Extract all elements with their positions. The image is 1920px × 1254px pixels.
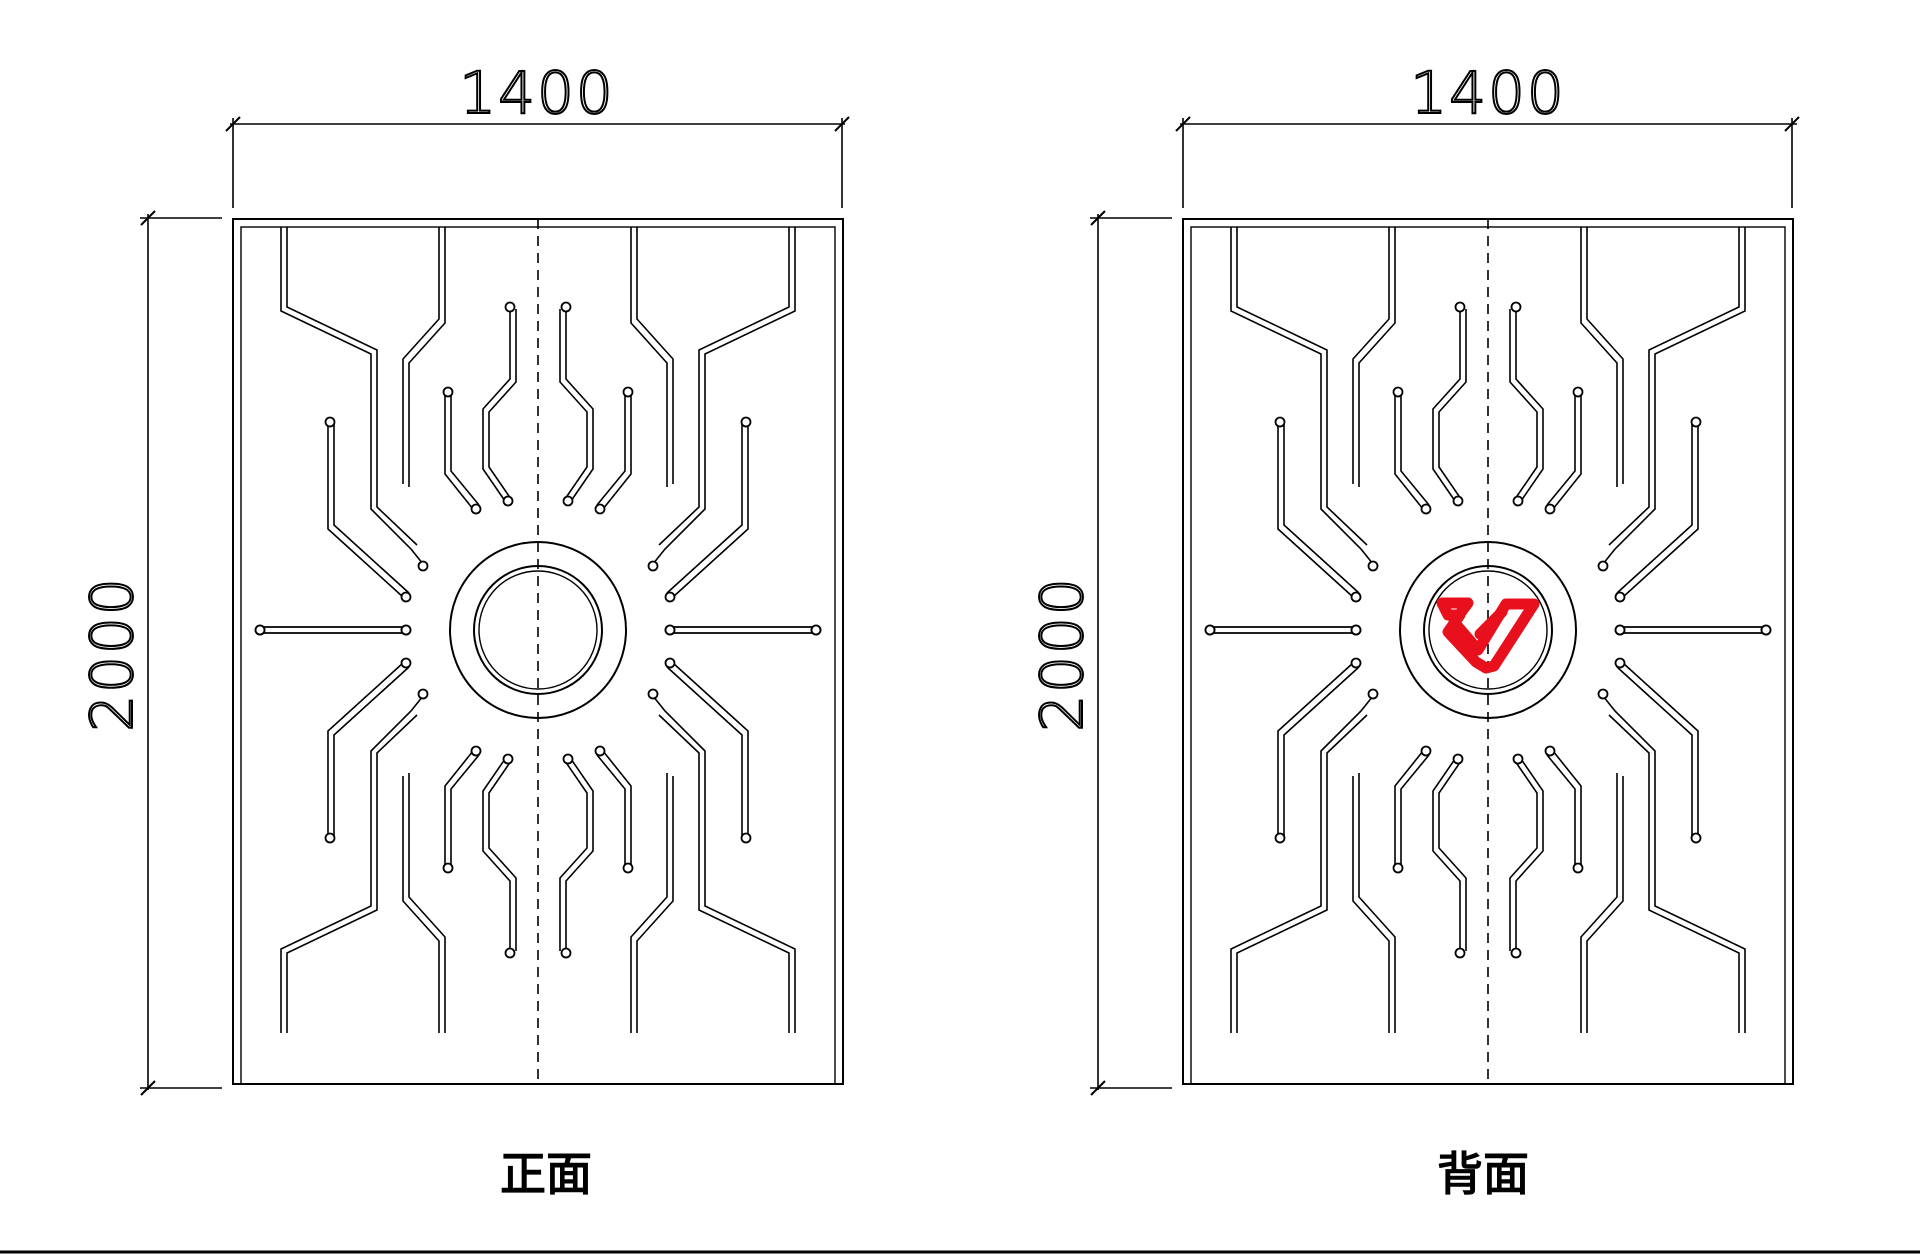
front-caption: 正面 [500, 1147, 592, 1201]
back-panel: 1400 2000 背面 [1027, 58, 1800, 1201]
height-dimension-label-back: 2000 [1028, 576, 1096, 732]
width-dimension-back: 1400 [1175, 58, 1800, 208]
front-door-outline [233, 219, 843, 1084]
width-dimension: 1400 [225, 58, 850, 208]
width-dimension-label-back: 1400 [1410, 59, 1566, 127]
height-dimension-back: 2000 [1027, 210, 1172, 1096]
front-panel: 1400 2000 正面 [77, 58, 850, 1201]
height-dimension-label: 2000 [78, 576, 146, 732]
brand-logo-icon [1436, 597, 1540, 674]
back-caption: 背面 [1437, 1147, 1529, 1201]
width-dimension-label: 1400 [459, 59, 615, 127]
back-door-outline [1183, 219, 1793, 1084]
height-dimension: 2000 [77, 210, 222, 1096]
